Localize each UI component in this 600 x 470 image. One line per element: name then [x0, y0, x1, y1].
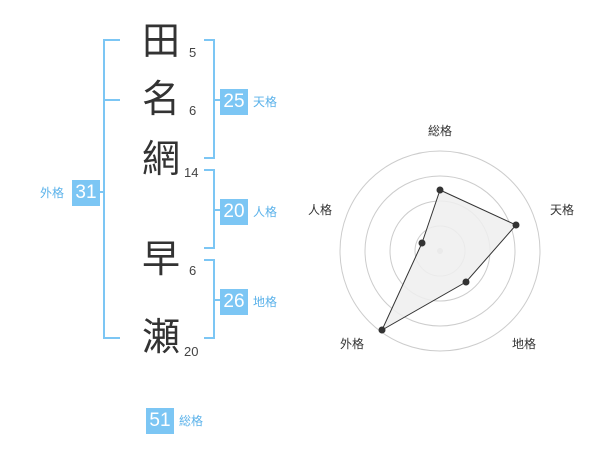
radar-point-jin: [418, 239, 426, 247]
radar-label-chi: 地格: [512, 337, 537, 351]
sou-kaku-badge: 51: [146, 408, 174, 434]
given-strokes-1: 6: [189, 263, 197, 278]
gai-kaku-label: 外格: [40, 186, 65, 200]
surname-strokes-2: 6: [189, 103, 197, 118]
surname-char-1: 田: [142, 19, 181, 63]
radar-label-gai: 外格: [340, 337, 365, 351]
ten-kaku-label: 天格: [253, 95, 278, 109]
chi-kaku-label: 地格: [253, 295, 278, 309]
ten-kaku-badge: 25: [220, 89, 248, 115]
surname-strokes-1: 5: [189, 45, 197, 60]
given-char-2: 瀬: [142, 315, 181, 359]
radar-area: [380, 189, 517, 332]
radar-label-sou: 総格: [428, 124, 453, 138]
gai-kaku-badge: 31: [72, 180, 100, 206]
surname-strokes-3: 14: [184, 165, 199, 180]
radar-point-sou: [436, 186, 444, 194]
given-char-1: 早: [142, 237, 181, 281]
jin-kaku-label: 人格: [253, 205, 278, 219]
chi-kaku-badge: 26: [220, 289, 248, 315]
surname-char-2: 名: [142, 77, 181, 121]
jin-kaku-badge: 20: [220, 199, 248, 225]
radar-points: [378, 186, 520, 334]
gai-bracket: [103, 39, 120, 339]
radar-point-gai: [378, 326, 386, 334]
sou-kaku-label: 総格: [179, 414, 204, 428]
radar-point-chi: [462, 278, 470, 286]
radar-label-jin: 人格: [308, 203, 333, 217]
radar-label-ten: 天格: [550, 203, 575, 217]
given-strokes-2: 20: [184, 344, 199, 359]
radar-point-ten: [512, 221, 520, 229]
surname-char-3: 網: [142, 137, 181, 181]
